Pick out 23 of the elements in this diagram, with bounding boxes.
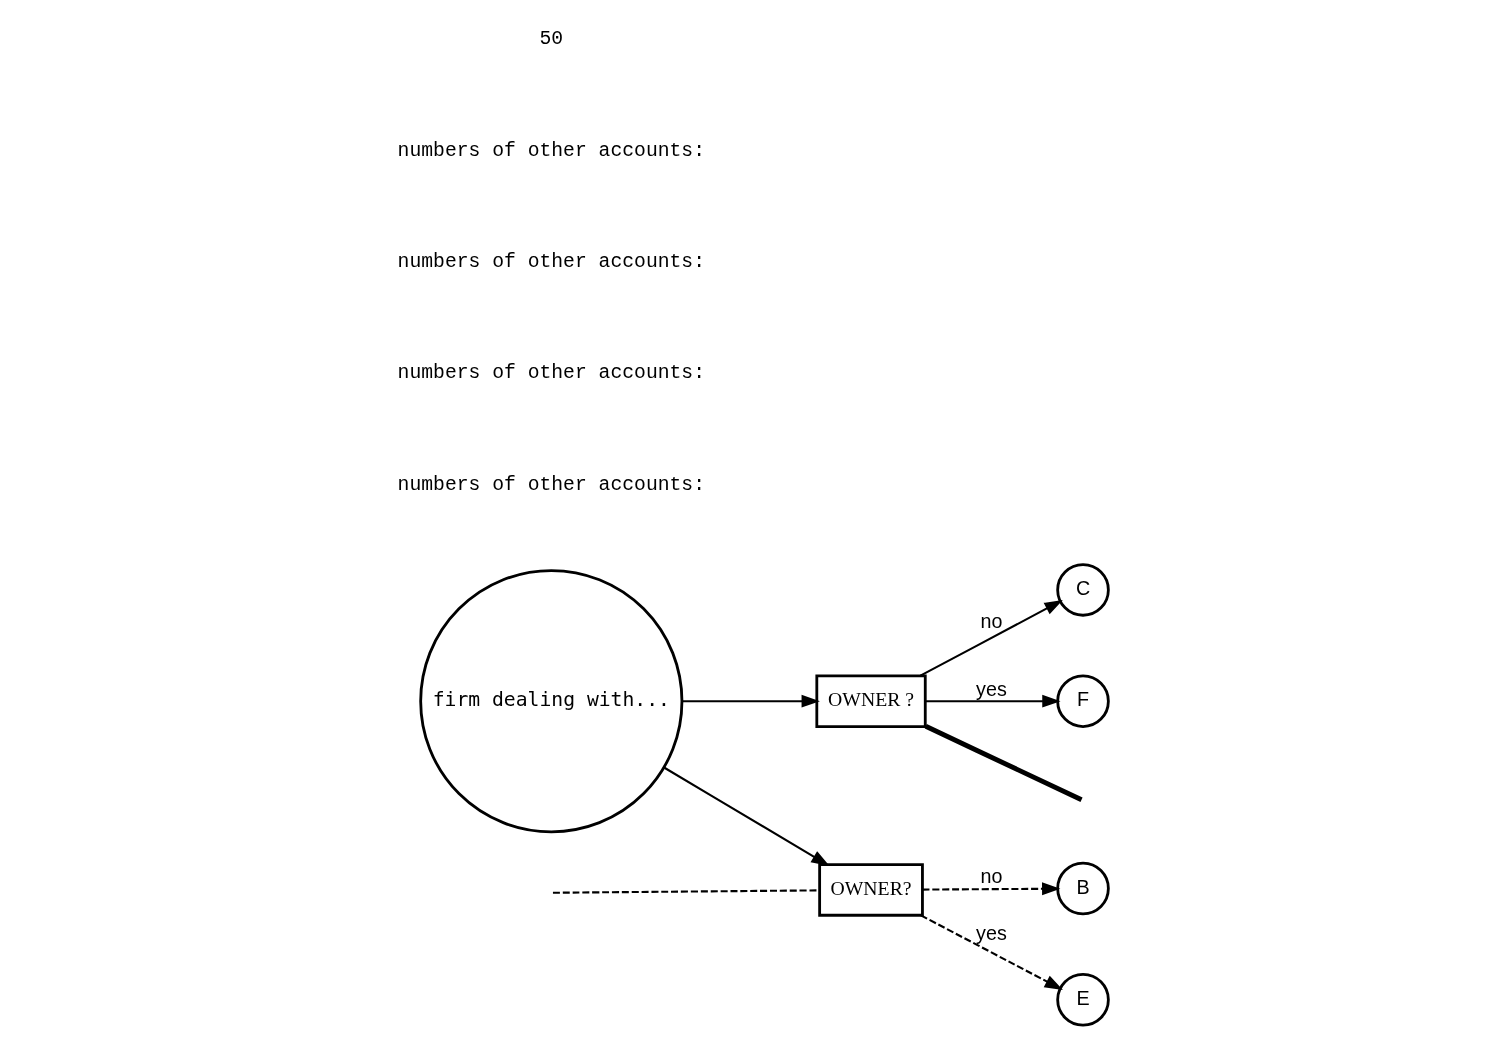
edge-label: no <box>980 865 1003 888</box>
label: numbers of other accounts: <box>397 250 706 273</box>
edge-label: yes <box>976 921 1007 944</box>
arrow <box>682 694 820 708</box>
arrow <box>919 599 1063 677</box>
connector <box>924 724 1083 802</box>
node-box: OWNER? <box>818 863 924 917</box>
label: numbers of other accounts: <box>397 139 706 162</box>
node-circle: B <box>1056 861 1110 916</box>
arrow <box>920 914 1063 990</box>
node-circle: C <box>1056 563 1110 617</box>
node-box: OWNER ? <box>815 674 927 728</box>
label: numbers of other accounts: <box>397 362 706 385</box>
label: numbers of other accounts: <box>397 473 706 496</box>
node-circle: firm dealing with... <box>419 569 684 834</box>
node-circle: E <box>1056 973 1110 1027</box>
arrow <box>925 694 1061 708</box>
label: 50 <box>539 28 564 51</box>
edge-label: yes <box>976 677 1007 700</box>
arrow <box>663 766 830 867</box>
edge-label: no <box>980 610 1003 633</box>
arrow <box>922 882 1061 896</box>
node-circle: F <box>1056 674 1110 728</box>
